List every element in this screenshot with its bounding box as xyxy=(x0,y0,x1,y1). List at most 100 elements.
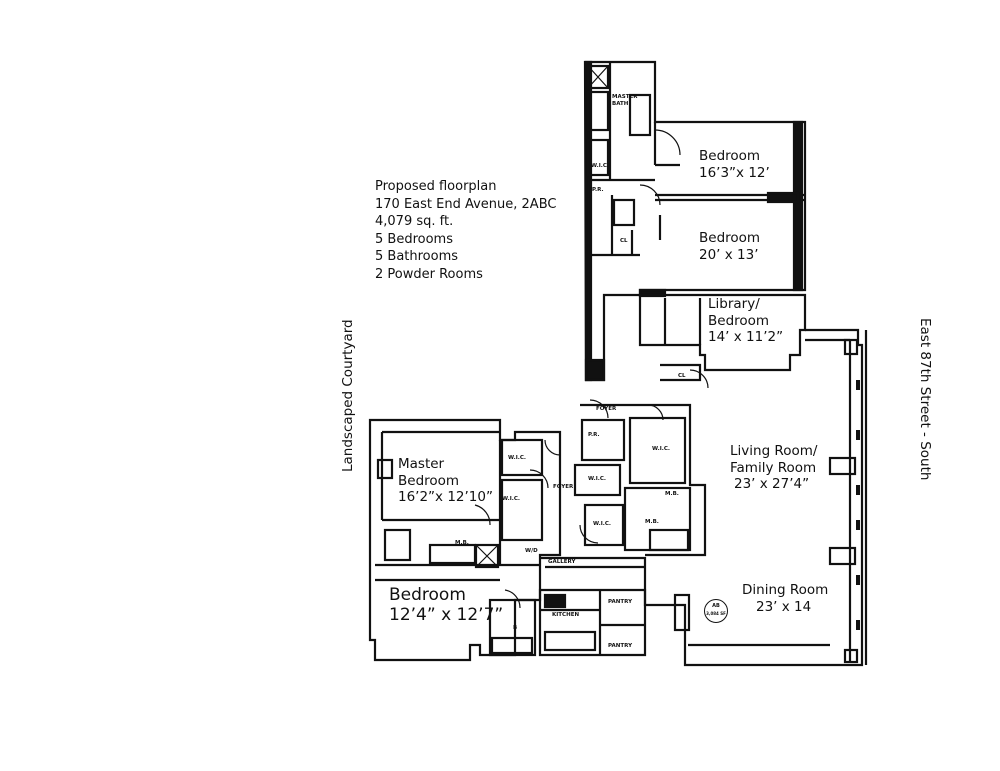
walk-in-closet xyxy=(573,463,622,497)
room-size: 16’3”x 12’ xyxy=(699,164,770,181)
street-label: East 87th Street - South xyxy=(917,318,933,481)
door-swing xyxy=(689,369,709,389)
vanity xyxy=(628,93,652,137)
door-swing xyxy=(589,399,609,419)
living-outline xyxy=(540,328,864,667)
room-name-line1: Living Room/ xyxy=(730,443,818,459)
room-name-line1: Master xyxy=(398,456,445,472)
label-b: B xyxy=(513,625,518,631)
label-wic-2: W.I.C. xyxy=(502,496,520,502)
kitchen-outline xyxy=(538,588,647,657)
door-swing xyxy=(474,504,491,526)
info-title: Proposed floorplan xyxy=(375,179,497,194)
label-foyer-mid: FOYER xyxy=(553,484,574,490)
room-bedroom-southwest: Bedroom 12’4” x 12’7” xyxy=(389,585,503,625)
info-powder-rooms: 2 Powder Rooms xyxy=(375,266,483,282)
label-pr-mid: P.R. xyxy=(588,432,600,438)
label-wd: W/D xyxy=(525,548,538,554)
info-address: 170 East End Avenue, 2ABC xyxy=(375,196,557,212)
door-swing xyxy=(529,469,549,489)
tub xyxy=(586,90,610,132)
label-wic-1: W.I.C. xyxy=(508,455,526,461)
room-size: 14’ x 11’2” xyxy=(708,329,784,345)
label-mb-3: M.B. xyxy=(645,519,659,525)
label-cl-library: CL xyxy=(678,373,686,379)
room-size: 16’2”x 12’10” xyxy=(398,489,493,505)
door-swing xyxy=(504,589,521,609)
vanity xyxy=(612,198,636,227)
center-outline xyxy=(580,403,707,557)
room-living: Living Room/ Family Room 23’ x 27’4” xyxy=(730,443,817,493)
closet xyxy=(586,138,610,177)
room-size: 23’ x 27’4” xyxy=(734,476,810,492)
room-name: Bedroom xyxy=(699,230,761,246)
column xyxy=(843,648,859,664)
room-dining: Dining Room 23’ x 14 xyxy=(742,582,828,615)
room-size: 23’ x 14 xyxy=(756,598,812,615)
label-foyer-north: FOYER xyxy=(596,406,617,412)
door-swing xyxy=(544,439,561,456)
tub xyxy=(383,528,412,562)
room-library: Library/ Bedroom 14’ x 11’2” xyxy=(708,296,783,346)
walk-in-closet xyxy=(500,478,544,542)
label-cl-north: CL xyxy=(620,238,628,244)
column xyxy=(843,338,859,356)
wall-solid xyxy=(584,358,606,382)
label-wic-4: W.I.C. xyxy=(593,521,611,527)
wall-solid xyxy=(766,191,800,204)
room-name-line2: Family Room xyxy=(730,459,817,476)
shower xyxy=(474,543,500,569)
room-size: 12’4” x 12’7” xyxy=(389,605,504,625)
vanity xyxy=(428,543,477,565)
room-bedroom-middle: Bedroom 20’ x 13’ xyxy=(699,230,760,263)
door-swing xyxy=(647,404,664,421)
label-wic-north: W.I.C. xyxy=(591,163,609,169)
info-bedrooms: 5 Bedrooms xyxy=(375,231,453,247)
room-name: Bedroom xyxy=(699,148,761,164)
label-pantry-1: PANTRY xyxy=(608,599,633,605)
room-bedroom-north: Bedroom 16’3”x 12’ xyxy=(699,148,770,181)
courtyard-label: Landscaped Courtyard xyxy=(340,319,356,472)
door-swing xyxy=(639,184,661,206)
walk-in-closet xyxy=(628,416,687,485)
label-pr-north: P.R. xyxy=(592,187,604,193)
wall-solid xyxy=(792,120,804,292)
label-kitchen: KITCHEN xyxy=(552,612,580,618)
walk-in-closet xyxy=(583,503,625,547)
door-swing xyxy=(654,129,681,156)
floorplan-info: Proposed floorplan 170 East End Avenue, … xyxy=(375,178,556,283)
label-wic-3: W.I.C. xyxy=(588,476,606,482)
room-size: 20’ x 13’ xyxy=(699,246,759,263)
label-mb-2: M.B. xyxy=(665,491,679,497)
column xyxy=(828,456,857,476)
label-pantry-2: PANTRY xyxy=(608,643,633,649)
tub xyxy=(648,528,690,552)
label-mb-1: M.B. xyxy=(455,540,469,546)
shower xyxy=(586,64,610,90)
label-master-bath: MASTER BATH xyxy=(612,94,638,107)
column xyxy=(828,546,857,566)
room-name-line2: Bedroom xyxy=(398,472,460,489)
label-wic-big: W.I.C. xyxy=(652,446,670,452)
shower-x xyxy=(587,65,609,89)
area-stamp: AB 3,084 SF xyxy=(704,599,728,623)
powder-room xyxy=(580,418,626,462)
door-swing xyxy=(579,524,599,544)
walk-in-closet xyxy=(500,438,544,477)
info-bathrooms: 5 Bathrooms xyxy=(375,249,459,264)
tub xyxy=(490,636,534,655)
stamp-line1: AB xyxy=(712,603,720,609)
room-name-line1: Library/ xyxy=(708,296,760,312)
shower-x xyxy=(475,544,499,568)
label-gallery: GALLERY xyxy=(548,559,576,565)
room-name: Bedroom xyxy=(389,585,466,605)
counter xyxy=(543,630,597,652)
room-master-bedroom: Master Bedroom 16’2”x 12’10” xyxy=(398,456,493,506)
room-name: Dining Room xyxy=(742,582,829,598)
counter xyxy=(543,593,567,609)
stamp-line2: 3,084 SF xyxy=(706,611,726,616)
room-name-line2: Bedroom xyxy=(708,312,770,329)
column xyxy=(673,593,691,632)
bath xyxy=(488,598,537,657)
